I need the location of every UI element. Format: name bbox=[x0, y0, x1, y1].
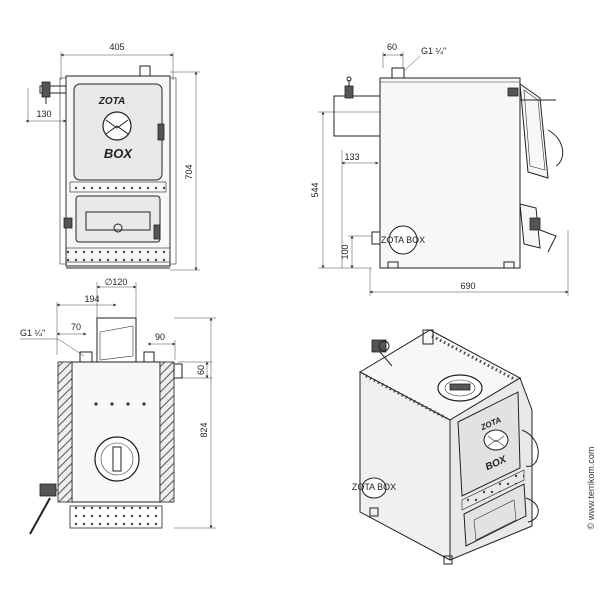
side-thread-label: G1 ¼" bbox=[421, 46, 446, 56]
top-thread-label: G1 ¼" bbox=[20, 328, 45, 338]
side-name-plate bbox=[388, 225, 418, 255]
front-side-pipe-dim: 130 bbox=[36, 109, 51, 119]
top-view: ∅120 194 70 G1 ¼" 90 60 824 bbox=[20, 277, 216, 535]
top-chimney-dim: ∅120 bbox=[105, 277, 128, 287]
watermark: © www.terrikom.com bbox=[586, 447, 596, 530]
top-offset-dim: 194 bbox=[84, 294, 99, 304]
top-hob-cover bbox=[94, 436, 140, 482]
isometric-view: ZOTA BOX ZOTA BOX bbox=[352, 329, 539, 565]
side-flue-dim: 133 bbox=[344, 152, 359, 162]
iso-plate-label: ZOTA BOX bbox=[352, 482, 396, 492]
side-plate-label: ZOTA BOX bbox=[381, 235, 425, 245]
front-brand-logo: ZOTA bbox=[98, 96, 125, 107]
front-view: 405 704 130 ZOTA BOX bbox=[25, 42, 200, 271]
side-height-dim: 544 bbox=[310, 182, 320, 197]
top-left-pipe-dim: 70 bbox=[71, 322, 81, 332]
top-right-pipe-dim: 90 bbox=[155, 332, 165, 342]
side-view: 60 G1 ¼" 544 133 100 690 ZOTA B bbox=[310, 42, 569, 296]
iso-name-plate bbox=[361, 477, 387, 499]
top-side-offset-dim: 60 bbox=[196, 365, 206, 375]
front-height-dim: 704 bbox=[184, 164, 194, 179]
front-door-handle bbox=[157, 123, 165, 141]
ash-door bbox=[75, 195, 161, 243]
side-top-pipe-dim: 60 bbox=[387, 42, 397, 52]
front-model-logo: BOX bbox=[104, 146, 134, 161]
top-depth-dim: 824 bbox=[199, 422, 209, 437]
front-width-dim: 405 bbox=[109, 42, 124, 52]
side-depth-dim: 690 bbox=[460, 281, 475, 291]
side-return-dim: 100 bbox=[340, 244, 350, 259]
